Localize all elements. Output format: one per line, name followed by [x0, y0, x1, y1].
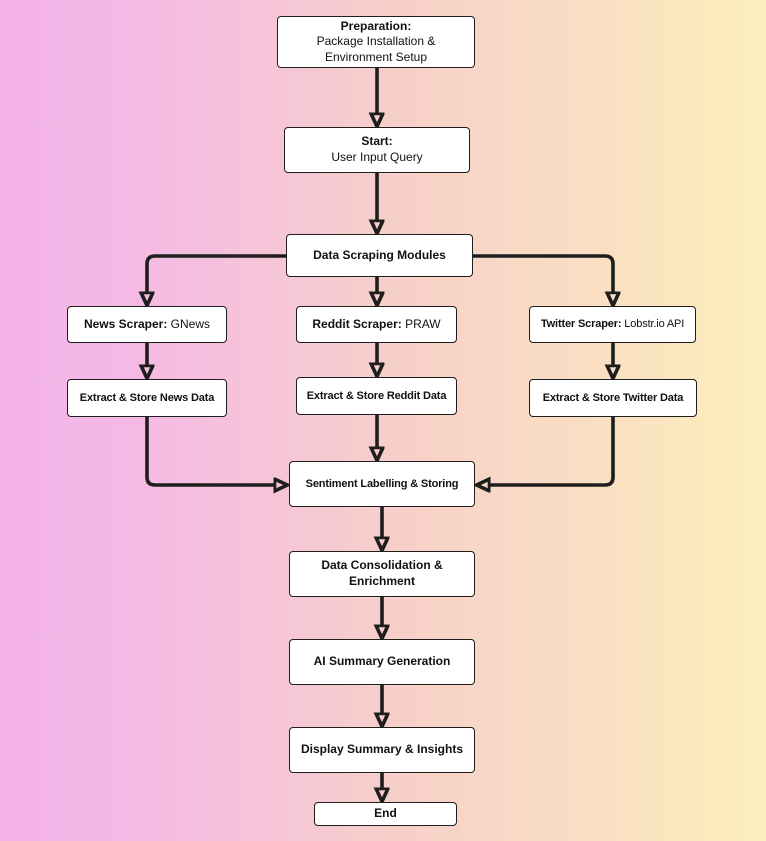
node-sentiment-labelling-label: Sentiment Labelling & Storing	[305, 477, 459, 490]
node-news-scraper-label: News Scraper:	[83, 316, 168, 331]
node-extract-reddit: Extract & Store Reddit Data	[296, 377, 457, 415]
node-news-scraper-tool: GNews	[167, 316, 211, 331]
arrow-data-scraping-to-news	[147, 254, 286, 293]
node-sentiment-labelling: Sentiment Labelling & Storing	[289, 461, 475, 507]
node-extract-news: Extract & Store News Data	[67, 379, 227, 417]
arrow-data-scraping-to-twitter	[473, 254, 613, 293]
node-ai-summary: AI Summary Generation	[289, 639, 475, 685]
node-news-scraper: News Scraper: GNews	[67, 306, 227, 343]
node-end-label: End	[374, 806, 397, 821]
node-extract-twitter: Extract & Store Twitter Data	[529, 379, 697, 417]
arrow-extract-news-to-sentiment	[145, 417, 275, 485]
node-data-consolidation-label: Data Consolidation & Enrichment	[321, 558, 443, 588]
node-start-subtitle: User Input Query	[331, 150, 423, 164]
node-ai-summary-label: AI Summary Generation	[313, 654, 451, 669]
node-data-consolidation: Data Consolidation & Enrichment	[289, 551, 475, 597]
node-preparation: Preparation: Package Installation & Envi…	[277, 16, 475, 68]
node-display-summary: Display Summary & Insights	[289, 727, 475, 773]
node-display-summary-label: Display Summary & Insights	[300, 742, 464, 757]
node-reddit-scraper-tool: PRAW	[401, 316, 441, 331]
node-preparation-subtitle: Package Installation & Environment Setup	[316, 34, 436, 64]
node-extract-twitter-label: Extract & Store Twitter Data	[542, 391, 684, 404]
node-twitter-scraper-label: Twitter Scraper:	[540, 318, 622, 331]
node-twitter-scraper-tool: Lobstr.io API	[621, 318, 685, 331]
node-start: Start: User Input Query	[284, 127, 470, 173]
node-data-scraping-modules: Data Scraping Modules	[286, 234, 473, 277]
node-extract-news-label: Extract & Store News Data	[79, 391, 215, 404]
node-end: End	[314, 802, 457, 826]
node-twitter-scraper: Twitter Scraper: Lobstr.io API	[529, 306, 696, 343]
node-reddit-scraper-label: Reddit Scraper:	[312, 316, 402, 331]
node-preparation-title: Preparation:	[340, 18, 412, 33]
arrow-extract-twitter-to-sentiment	[489, 417, 615, 485]
node-data-scraping-modules-label: Data Scraping Modules	[313, 247, 446, 262]
node-start-title: Start:	[361, 134, 393, 149]
node-reddit-scraper: Reddit Scraper: PRAW	[296, 306, 457, 343]
node-extract-reddit-label: Extract & Store Reddit Data	[306, 389, 447, 402]
